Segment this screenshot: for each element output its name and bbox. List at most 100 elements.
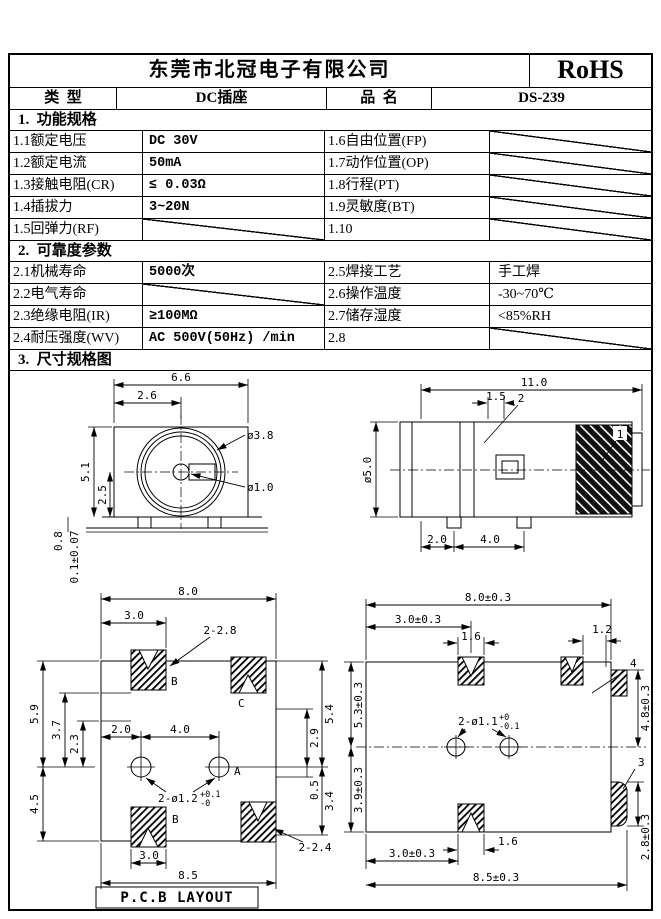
dim-pcb-left1: 5.9	[28, 704, 41, 724]
spec-value: 3~20N	[143, 197, 325, 218]
spec-row-1-3: 1.3接触电阻(CR) ≤ 0.03Ω 1.8行程(PT)	[10, 175, 651, 197]
spec-label: 2.3绝缘电阻(IR)	[10, 306, 143, 327]
spec-row-2-4: 2.4耐压强度(WV) AC 500V(50Hz) /min 2.8	[10, 328, 651, 350]
dim-pcb-width: 8.0	[178, 585, 198, 598]
dim-bottom-holes-tol-up: +0	[499, 713, 509, 723]
front-view: 6.6 2.6 5.1 2.5	[52, 371, 274, 583]
side-foot-right	[516, 516, 532, 529]
spec-row-2-1: 2.1机械寿命 5000次 2.5焊接工艺 手工焊	[10, 262, 651, 284]
dim-pcb-left2: 3.7	[50, 720, 63, 740]
dim-pads-bottom: 2-2.4	[298, 841, 331, 854]
spec-value-empty	[490, 328, 651, 349]
dim-bottom-left1: 5.3±0.3	[352, 682, 365, 728]
spec-label: 1.8行程(PT)	[325, 175, 490, 196]
dim-front-height2: 2.5	[96, 485, 109, 505]
rohs-mark: RoHS	[557, 55, 624, 84]
dim-pcb-left4: 4.5	[28, 794, 41, 814]
dim-pcb-offset: 0.1±0.07	[68, 531, 81, 584]
dim-bottom-tab: 1.2	[592, 623, 612, 636]
dim-pin-diameter: ø1.0	[247, 481, 274, 494]
spec-value: ≤ 0.03Ω	[143, 175, 325, 196]
spec-label: 1.3接触电阻(CR)	[10, 175, 143, 196]
spec-row-2-3: 2.3绝缘电阻(IR) ≥100MΩ 2.7储存湿度 <85%RH	[10, 306, 651, 328]
pad-letter-b: B	[171, 675, 178, 688]
spec-row-1-2: 1.2额定电流 50mA 1.7动作位置(OP)	[10, 153, 651, 175]
dim-pcb-right4: 3.4	[323, 791, 336, 811]
spec-row-2-2: 2.2电气寿命 2.6操作温度 -30~70℃	[10, 284, 651, 306]
front-foot-right	[207, 516, 222, 529]
pad-letter-b2: B	[172, 813, 179, 826]
spec-value: 5000次	[143, 262, 325, 283]
dim-front-width: 6.6	[171, 371, 191, 384]
pad-letter-c: C	[238, 697, 245, 710]
type-label: 类 型	[10, 88, 117, 109]
callout-3: 3	[638, 756, 645, 769]
dim-side-diameter: ø5.0	[361, 457, 374, 484]
dim-side-flange: 1.5	[486, 390, 506, 403]
dim-bottom-b1: 3.0±0.3	[389, 847, 435, 860]
spec-label: 2.5焊接工艺	[325, 262, 490, 283]
side-end-cap	[631, 432, 643, 507]
callout-2: 2	[518, 392, 525, 405]
spec-value-empty	[490, 219, 651, 240]
spec-label: 1.10	[325, 219, 490, 240]
dim-bottom-right1: 4.8±0.3	[639, 685, 651, 731]
spec-label: 2.7储存湿度	[325, 306, 490, 327]
spec-value: DC 30V	[143, 131, 325, 152]
spec-label: 1.4插拔力	[10, 197, 143, 218]
dim-bottom-total-width: 8.5±0.3	[473, 871, 519, 884]
section3-title: 3. 尺寸规格图	[10, 350, 651, 371]
dim-side-length: 11.0	[521, 376, 548, 389]
spec-value-empty	[490, 153, 651, 174]
bottom-foot-right	[610, 781, 628, 827]
spec-label: 2.2电气寿命	[10, 284, 143, 305]
dim-pcb-left3: 2.3	[68, 734, 81, 754]
bottom-pad-top2	[560, 656, 584, 686]
dim-bottom-right2: 2.8±0.3	[639, 814, 651, 860]
spec-label: 2.6操作温度	[325, 284, 490, 305]
spec-value-empty	[490, 131, 651, 152]
dim-bottom-holes: 2-ø1.1	[458, 715, 498, 728]
pcb-pad-bottom-right	[240, 801, 277, 843]
dim-foot-pitch1: 2.0	[427, 533, 447, 546]
spec-row-1-4: 1.4插拔力 3~20N 1.9灵敏度(BT)	[10, 197, 651, 219]
product-name-value: DS-239	[518, 90, 565, 106]
front-foot-left	[137, 516, 152, 529]
dim-front-height: 5.1	[79, 462, 92, 482]
dim-pads-top: 2-2.8	[203, 624, 236, 637]
type-row: 类 型 DC插座 品 名 DS-239	[10, 88, 651, 110]
spec-label: 1.1额定电压	[10, 131, 143, 152]
spec-label: 1.6自由位置(FP)	[325, 131, 490, 152]
dim-bottom-notch2: 1.6	[498, 835, 518, 848]
section2-title: 2. 可靠度参数	[10, 241, 651, 262]
dim-foot-pitch2: 4.0	[480, 533, 500, 546]
pcb-pad-top-left	[130, 649, 167, 691]
callout-1: 1	[617, 428, 624, 441]
spec-value-empty	[143, 219, 325, 240]
product-name-label: 品 名	[327, 88, 432, 109]
spec-value: 50mA	[143, 153, 325, 174]
spec-value-empty	[490, 197, 651, 218]
dim-pcb-right3: 0.5	[308, 780, 321, 800]
bottom-pad-bottom	[457, 803, 485, 833]
bottom-view: 8.0±0.3 3.0±0.3 1.6 1.2	[344, 591, 651, 891]
bottom-pad-top1	[457, 656, 485, 686]
spec-value: 手工焊	[498, 265, 540, 280]
dim-pcb-bottom2: 3.0	[139, 849, 159, 862]
side-view: 11.0 1.5 ø5.0	[361, 376, 650, 552]
dim-hole-pitch2: 4.0	[170, 723, 190, 736]
dim-pcb-holes-tol-up: +0.1	[200, 790, 220, 800]
pcb-layout-title: P.C.B LAYOUT	[120, 890, 233, 906]
pcb-hole-right	[205, 753, 233, 781]
dim-bottom-width: 8.0±0.3	[465, 591, 511, 604]
spec-label: 1.2额定电流	[10, 153, 143, 174]
dim-pcb-right2: 2.9	[308, 728, 321, 748]
dim-front-width2: 2.6	[137, 389, 157, 402]
spec-label: 1.5回弹力(RF)	[10, 219, 143, 240]
spec-label: 2.4耐压强度(WV)	[10, 328, 143, 349]
side-foot-left	[446, 516, 462, 529]
dim-pcb-holes: 2-ø1.2	[158, 792, 198, 805]
dim-hole-pitch1: 2.0	[111, 723, 131, 736]
section1-title: 1. 功能规格	[10, 110, 651, 131]
